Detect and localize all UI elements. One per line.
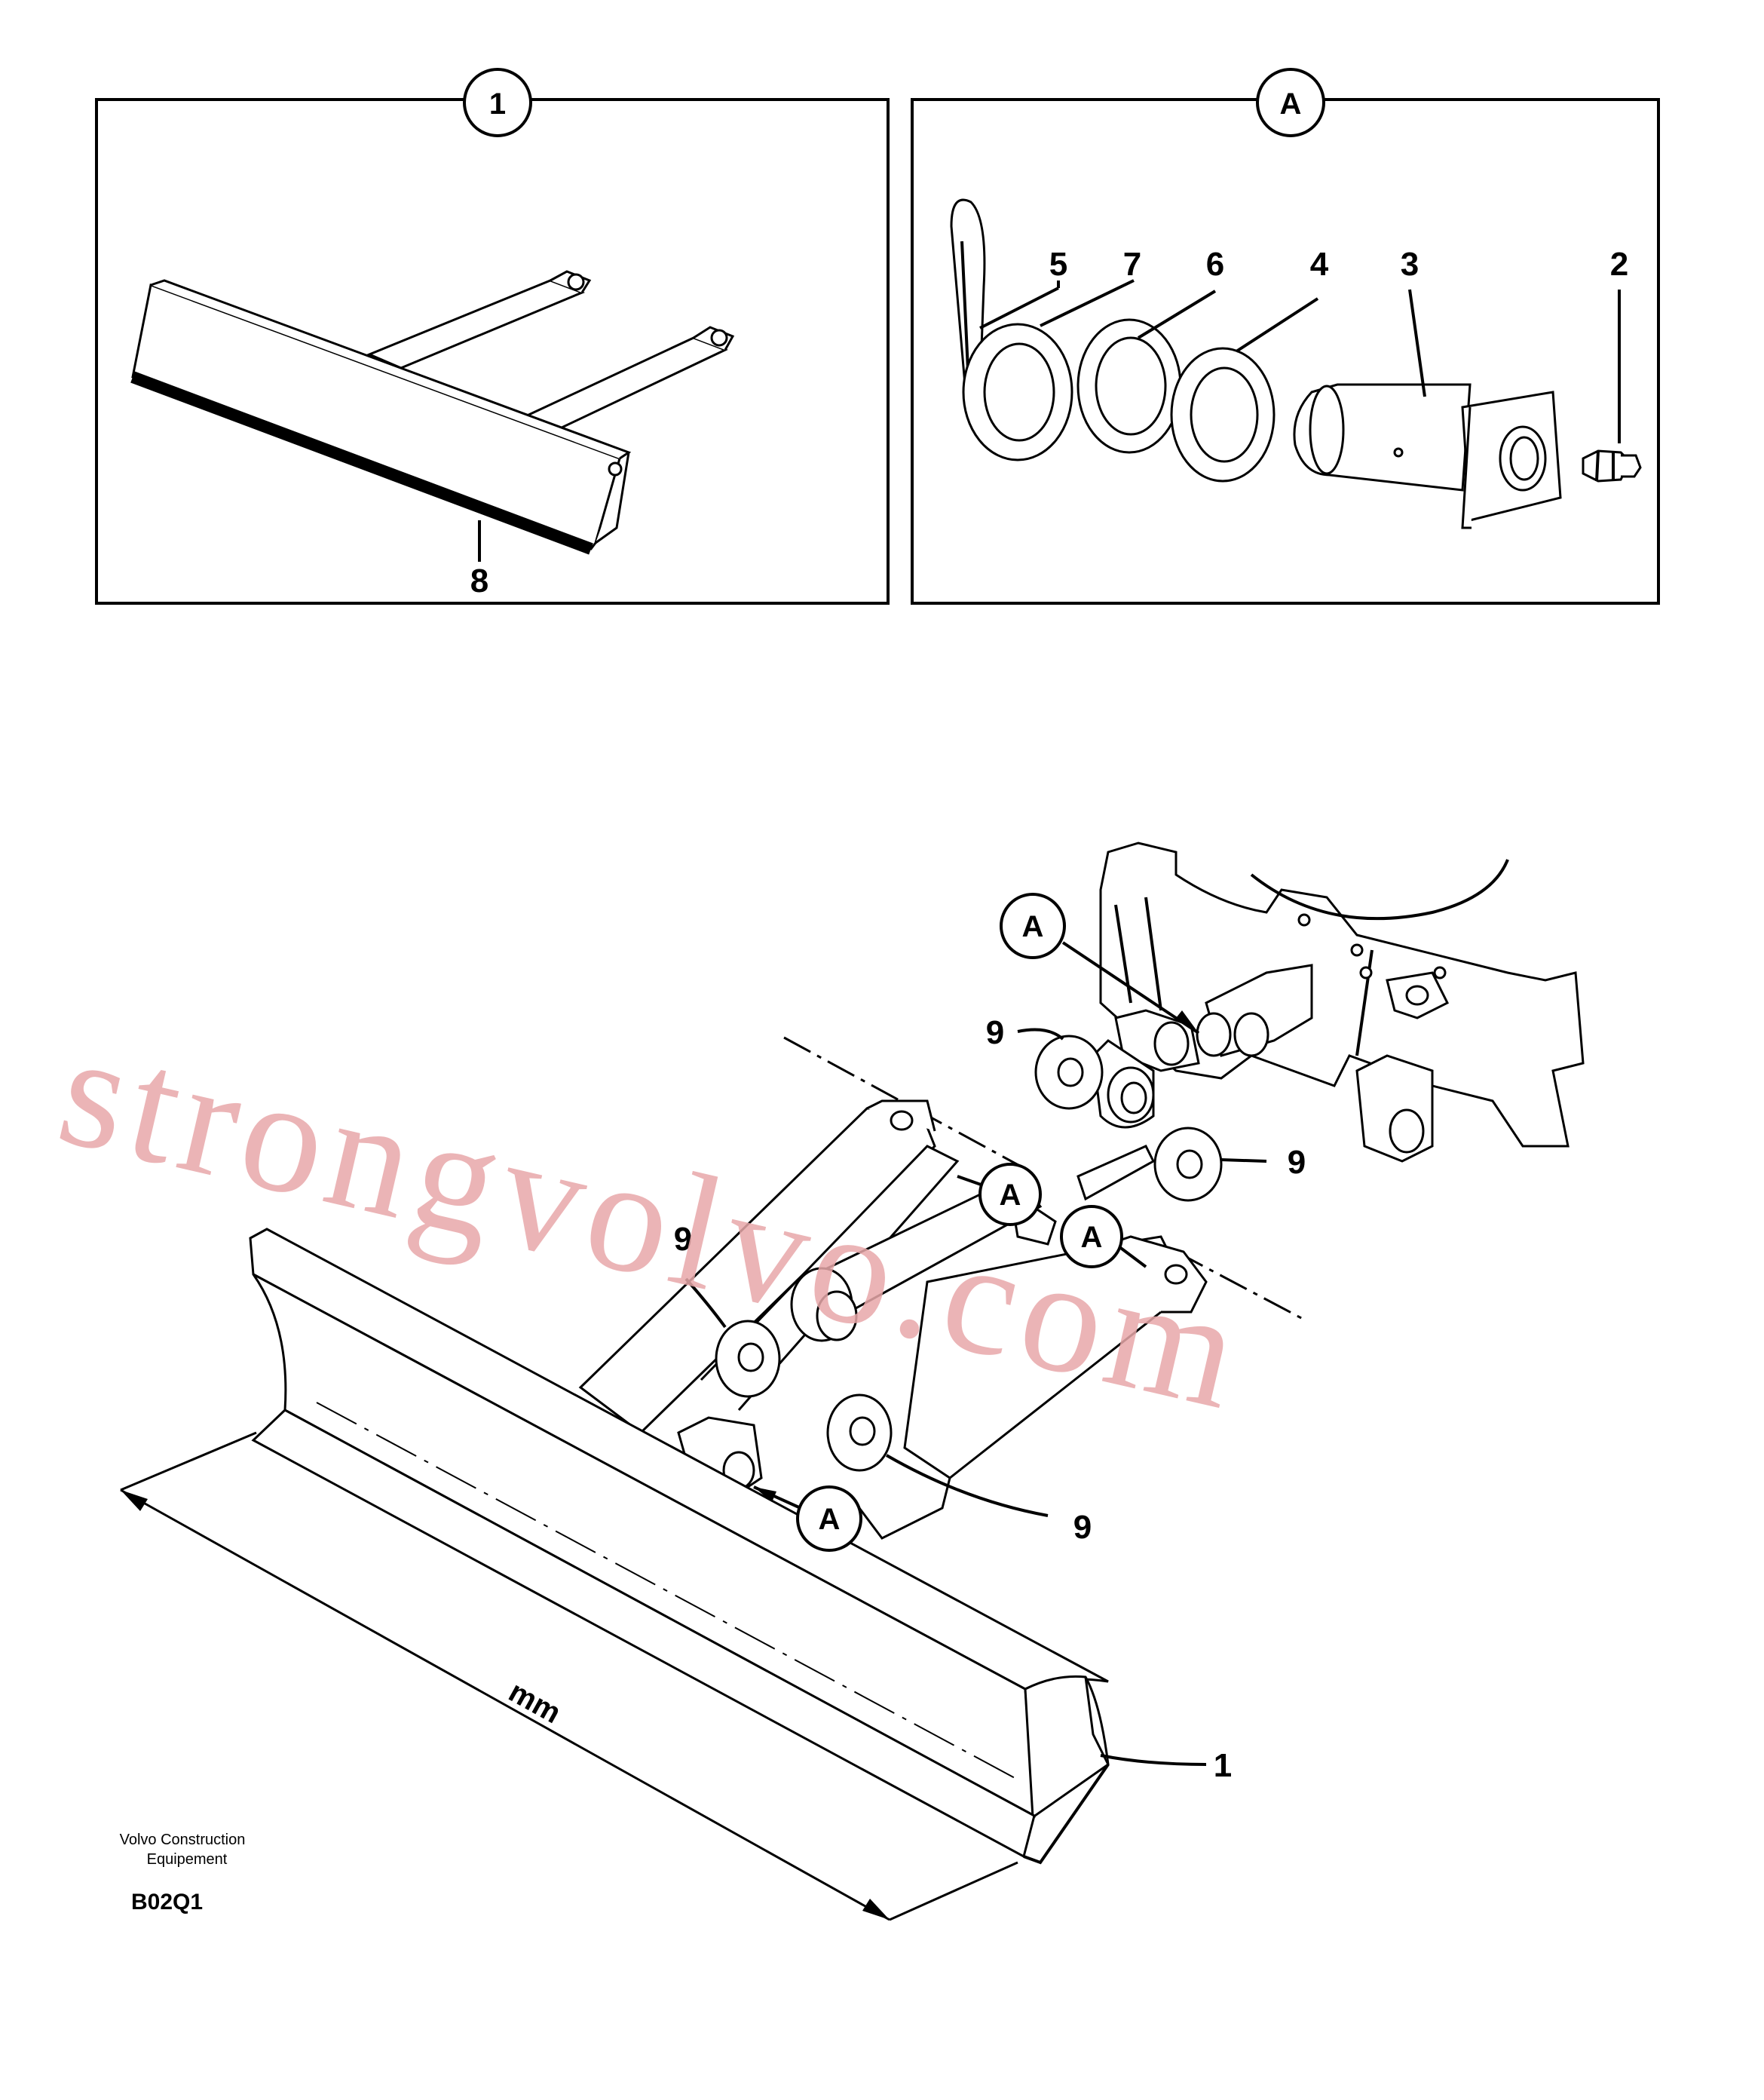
washer-6 [1076, 318, 1182, 454]
detail-A-badge-circle [1256, 68, 1325, 137]
washer-9-top [1034, 1035, 1104, 1110]
callout-2: 2 [1610, 246, 1628, 283]
ref-A-badge-4 [796, 1485, 862, 1552]
ref-A-label-3: A [1081, 1221, 1103, 1254]
cutting-edge [130, 371, 593, 555]
callout-8: 8 [470, 563, 488, 599]
callout-9-bottom: 9 [1073, 1509, 1092, 1546]
callout-9-right: 9 [1288, 1144, 1306, 1181]
washer-7 [962, 323, 1073, 461]
ref-A-badge-1 [1000, 893, 1066, 959]
callout-4: 4 [1310, 246, 1329, 283]
drawing-code: B02Q1 [131, 1890, 203, 1915]
detail-A-panel: A [911, 68, 1660, 605]
washer-9-bottom [826, 1393, 893, 1472]
detail-1-panel: 1 8 [95, 68, 890, 605]
ref-A-label-1: A [1022, 910, 1044, 943]
callout-9-top: 9 [986, 1014, 1004, 1051]
blade-arms-detail [366, 270, 735, 437]
ref-A-badge-2 [978, 1163, 1042, 1226]
undercarriage-frame [1099, 842, 1585, 1163]
footer: Volvo Construction Equipement B02Q1 [120, 1832, 246, 1915]
main-assembly: mm A A A A 9 9 9 9 1 [120, 842, 1585, 1921]
dozer-blade [249, 1228, 1110, 1865]
detail-1-badge: 1 [489, 87, 506, 121]
callout-9-left: 9 [674, 1221, 692, 1258]
callout-6: 6 [1206, 246, 1224, 283]
company-line-1: Volvo Construction [120, 1832, 246, 1848]
dozer-blade-detail [130, 279, 632, 555]
callout-1: 1 [1214, 1747, 1232, 1784]
callout-3: 3 [1401, 246, 1419, 283]
callout-5: 5 [1049, 246, 1067, 283]
washer-9-left [715, 1320, 781, 1398]
pivot-pin [1293, 383, 1562, 529]
ref-A-badge-3 [1060, 1205, 1123, 1268]
washer-9-right [1153, 1127, 1223, 1202]
cotter-pin [950, 198, 986, 389]
ref-A-label-2: A [1000, 1179, 1021, 1212]
detail-A-badge: A [1280, 87, 1302, 121]
detail-1-badge-circle [463, 68, 532, 137]
ref-A-label-4: A [819, 1503, 841, 1536]
callout-7: 7 [1123, 246, 1141, 283]
company-line-2: Equipement [147, 1851, 228, 1868]
grease-nipple [1582, 449, 1642, 483]
washer-4 [1170, 347, 1276, 483]
